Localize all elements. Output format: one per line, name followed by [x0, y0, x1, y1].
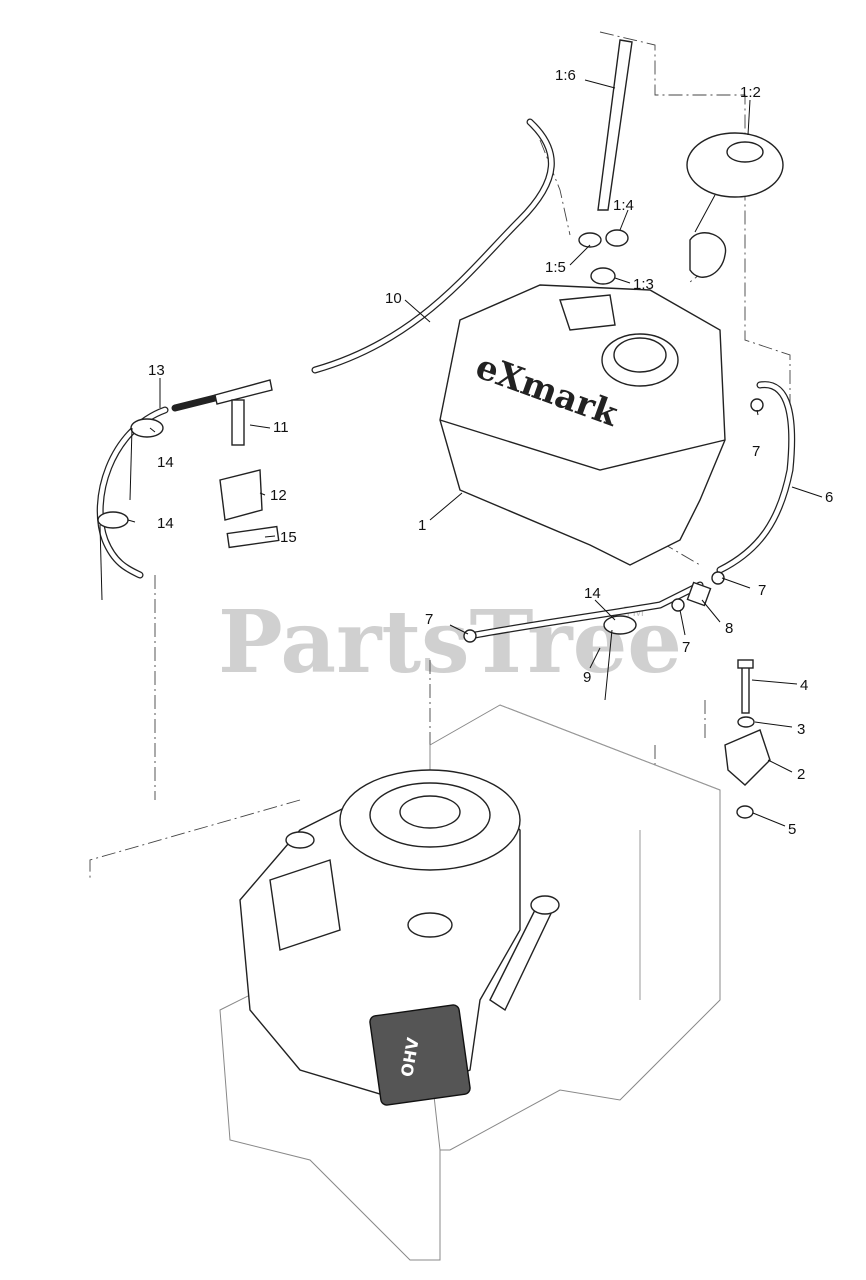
callout-2: 2 — [797, 766, 805, 783]
callout-1-3: 1:3 — [633, 276, 654, 293]
fuel-line-right — [716, 381, 796, 574]
valve-and-clips — [463, 398, 764, 643]
callout-14-b: 14 — [157, 515, 174, 532]
callout-11: 11 — [273, 419, 289, 436]
callout-9: 9 — [583, 669, 591, 686]
callout-1-5: 1:5 — [545, 259, 566, 276]
callout-6: 6 — [825, 489, 833, 506]
tee-and-filter — [214, 379, 280, 549]
callout-7-c: 7 — [425, 611, 433, 628]
callout-1: 1 — [418, 517, 426, 534]
fuel-cap — [686, 132, 784, 278]
callout-numbers: 1:6 1:2 1:4 1:5 1:3 10 13 11 14 12 14 15… — [148, 67, 833, 838]
vent-hose — [311, 118, 555, 374]
dipstick-tube — [597, 39, 633, 211]
callout-1-2: 1:2 — [740, 84, 761, 101]
engine: OHV — [239, 769, 560, 1106]
mount-hardware — [724, 659, 771, 819]
callout-5: 5 — [788, 821, 796, 838]
callout-7-b: 7 — [758, 582, 766, 599]
callout-14-a: 14 — [157, 454, 174, 471]
watermark-text: PartsTree — [218, 592, 682, 693]
leader-lines — [127, 79, 823, 827]
grommets — [578, 229, 629, 285]
callout-1-4: 1:4 — [613, 197, 634, 214]
callout-8: 8 — [725, 620, 733, 637]
fuel-tank: eXmark — [439, 284, 726, 566]
callout-4: 4 — [800, 677, 808, 694]
fuel-line-lower — [471, 581, 704, 639]
callout-3: 3 — [797, 721, 805, 738]
callout-12: 12 — [270, 487, 287, 504]
callout-1-6: 1:6 — [555, 67, 576, 84]
callout-7-a: 7 — [752, 443, 760, 460]
callout-10: 10 — [385, 290, 402, 307]
callout-14-c: 14 — [584, 585, 601, 602]
callout-15: 15 — [280, 529, 297, 546]
callout-13: 13 — [148, 362, 165, 379]
callout-7-d: 7 — [682, 639, 690, 656]
hose-clamps — [97, 418, 637, 701]
